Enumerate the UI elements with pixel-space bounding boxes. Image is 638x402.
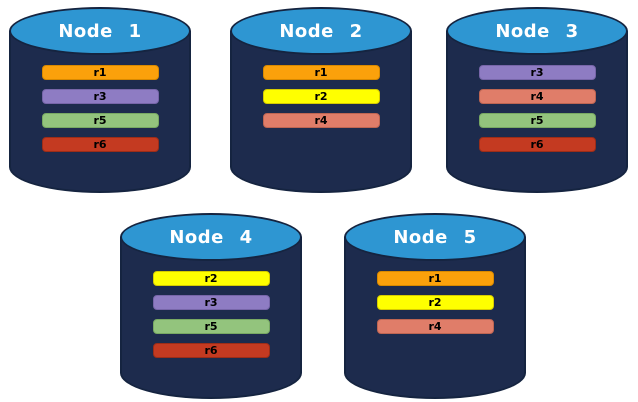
replica-list: r1 r3 r5 r6	[9, 65, 191, 152]
replica-label: r5	[204, 320, 218, 333]
replica-label: r3	[204, 296, 218, 309]
replica-label: r4	[530, 90, 544, 103]
cylinder-body	[120, 237, 302, 399]
replica-bar-r2: r2	[152, 271, 270, 286]
cylinder-top: Node 5	[344, 213, 526, 261]
replica-bar-r6: r6	[152, 343, 270, 358]
node-title: Node 1	[58, 20, 142, 42]
replica-bar-r4: r4	[478, 89, 596, 104]
replica-label: r6	[530, 138, 544, 151]
replica-bar-r4: r4	[376, 319, 494, 334]
database-node-5: Node 5 r1 r2 r4	[344, 213, 526, 399]
replica-label: r2	[204, 272, 218, 285]
cylinder-body	[344, 237, 526, 399]
replica-bar-r5: r5	[152, 319, 270, 334]
node-title: Node 3	[495, 20, 579, 42]
replica-label: r1	[314, 66, 328, 79]
replica-bar-r6: r6	[41, 137, 159, 152]
replica-label: r4	[314, 114, 328, 127]
database-node-1: Node 1 r1 r3 r5 r6	[9, 7, 191, 193]
node-title: Node 4	[169, 226, 253, 248]
replica-label: r6	[204, 344, 218, 357]
replica-label: r4	[428, 320, 442, 333]
replica-bar-r1: r1	[262, 65, 380, 80]
replica-label: r2	[428, 296, 442, 309]
cylinder-top: Node 1	[9, 7, 191, 55]
replica-bar-r3: r3	[152, 295, 270, 310]
database-node-2: Node 2 r1 r2 r4	[230, 7, 412, 193]
replica-label: r5	[530, 114, 544, 127]
replica-bar-r5: r5	[478, 113, 596, 128]
replica-bar-r2: r2	[262, 89, 380, 104]
replica-list: r1 r2 r4	[344, 271, 526, 334]
replica-bar-r3: r3	[41, 89, 159, 104]
replica-list: r2 r3 r5 r6	[120, 271, 302, 358]
node-title: Node 5	[393, 226, 477, 248]
cylinder-body	[9, 31, 191, 193]
cylinder-body	[230, 31, 412, 193]
replica-bar-r2: r2	[376, 295, 494, 310]
replica-bar-r4: r4	[262, 113, 380, 128]
replica-label: r3	[93, 90, 107, 103]
database-node-3: Node 3 r3 r4 r5 r6	[446, 7, 628, 193]
cylinder-top: Node 4	[120, 213, 302, 261]
replica-label: r1	[428, 272, 442, 285]
replica-bar-r1: r1	[41, 65, 159, 80]
replica-label: r2	[314, 90, 328, 103]
replica-bar-r5: r5	[41, 113, 159, 128]
replica-list: r1 r2 r4	[230, 65, 412, 128]
database-node-4: Node 4 r2 r3 r5 r6	[120, 213, 302, 399]
cylinder-top: Node 3	[446, 7, 628, 55]
node-title: Node 2	[279, 20, 363, 42]
replica-bar-r6: r6	[478, 137, 596, 152]
replica-bar-r3: r3	[478, 65, 596, 80]
replica-label: r1	[93, 66, 107, 79]
replica-label: r3	[530, 66, 544, 79]
replica-list: r3 r4 r5 r6	[446, 65, 628, 152]
cylinder-top: Node 2	[230, 7, 412, 55]
replica-label: r5	[93, 114, 107, 127]
cylinder-body	[446, 31, 628, 193]
replica-bar-r1: r1	[376, 271, 494, 286]
replica-label: r6	[93, 138, 107, 151]
